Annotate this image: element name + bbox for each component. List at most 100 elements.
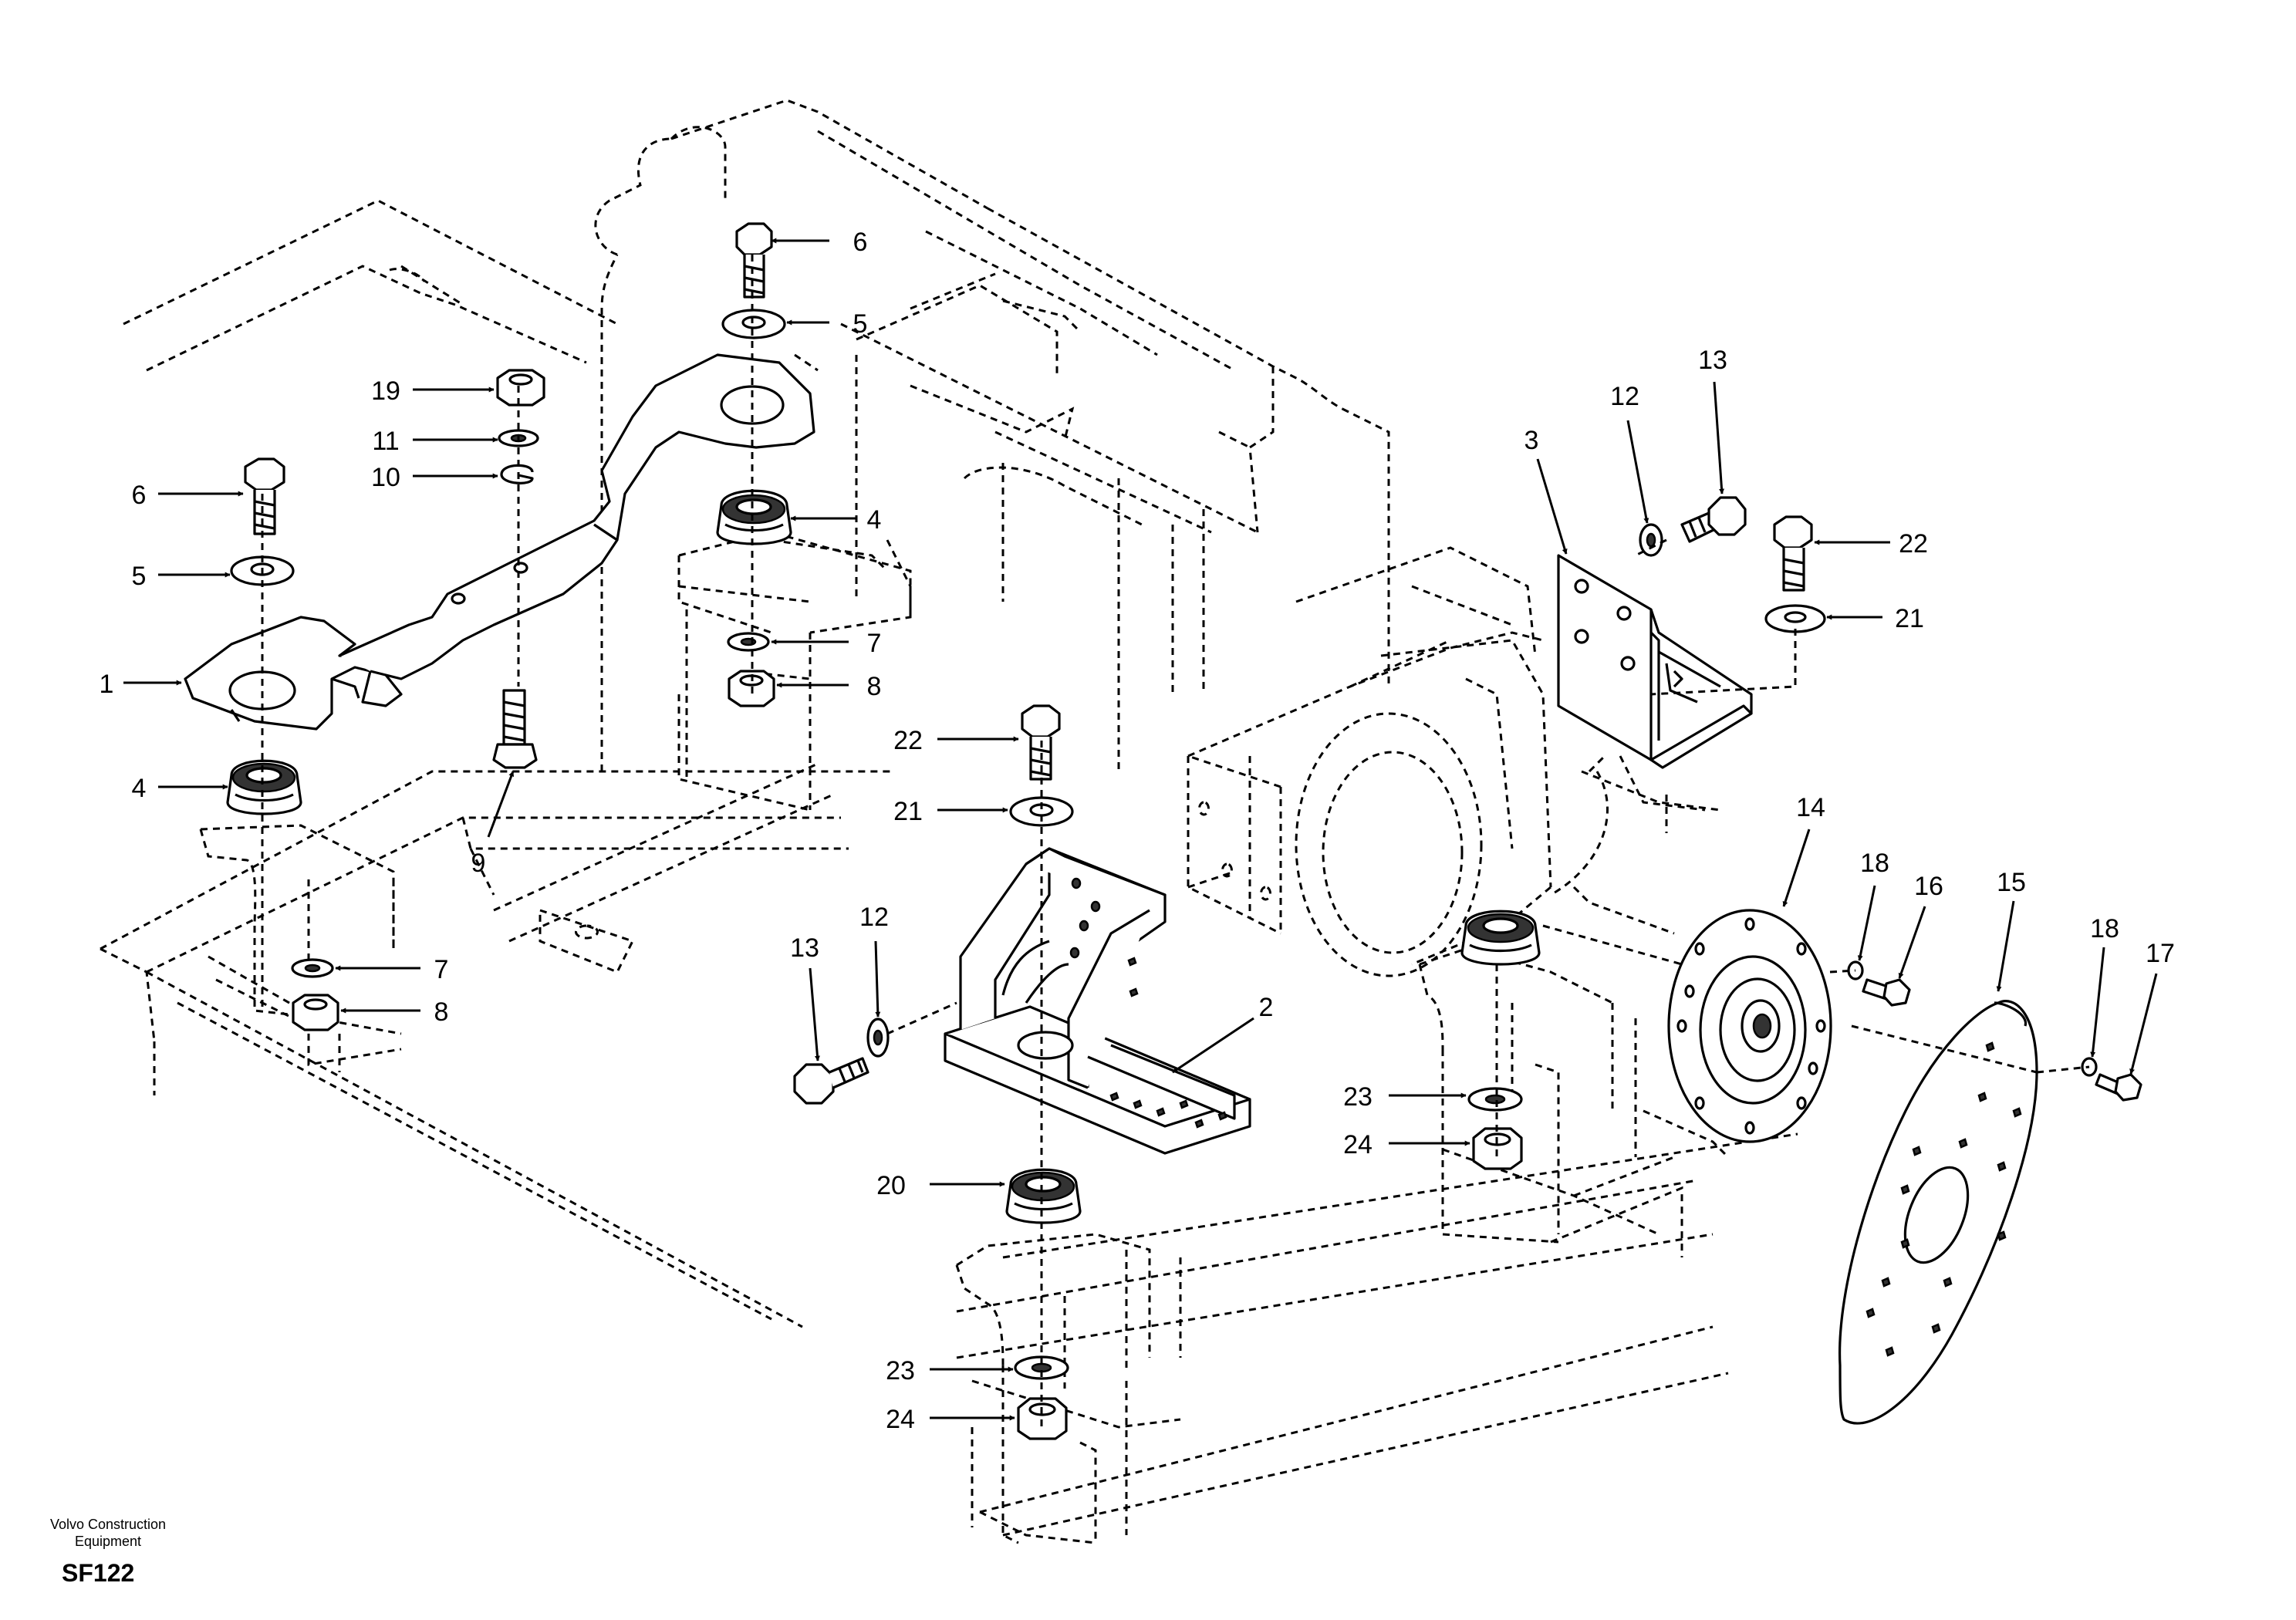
callout-22-center: 22 xyxy=(893,726,1019,755)
svg-text:21: 21 xyxy=(1895,604,1924,633)
svg-text:22: 22 xyxy=(1899,529,1928,559)
svg-text:4: 4 xyxy=(132,774,147,803)
svg-text:6: 6 xyxy=(853,228,868,257)
callout-24-lower: 24 xyxy=(886,1405,1015,1434)
svg-text:3: 3 xyxy=(1524,426,1539,455)
svg-text:13: 13 xyxy=(1698,346,1727,375)
callout-24-right: 24 xyxy=(1343,1130,1470,1159)
part-24-nut-lower xyxy=(1017,1397,1068,1440)
svg-text:15: 15 xyxy=(1997,868,2026,897)
part-3-angle-bracket xyxy=(1557,554,1753,769)
callouts: 6 5 19 11 10 6 4 5 7 8 1 4 9 7 8 22 21 1… xyxy=(100,228,2175,1434)
callout-4-upper: 4 xyxy=(790,505,882,535)
part-9-bolt xyxy=(492,689,538,769)
svg-text:19: 19 xyxy=(371,376,400,406)
footer: Volvo Construction Equipment SF122 xyxy=(23,1516,193,1588)
part-2-bracket xyxy=(944,847,1251,1155)
background-outlines xyxy=(100,99,1798,1544)
svg-text:13: 13 xyxy=(790,933,819,963)
part-14-drive-plate xyxy=(1667,909,1832,1143)
part-17-bolt xyxy=(2095,1073,2142,1102)
svg-text:23: 23 xyxy=(886,1356,915,1385)
svg-text:11: 11 xyxy=(372,427,399,456)
callout-9: 9 xyxy=(471,771,515,878)
svg-text:24: 24 xyxy=(886,1405,915,1434)
callout-21-center: 21 xyxy=(893,797,1008,826)
svg-text:8: 8 xyxy=(867,672,882,701)
parts xyxy=(184,222,2142,1440)
callout-3: 3 xyxy=(1524,426,1568,555)
callout-4-left: 4 xyxy=(132,774,228,803)
callout-21-right: 21 xyxy=(1826,604,1924,633)
svg-text:12: 12 xyxy=(859,903,889,932)
part-22-bolt-right xyxy=(1773,515,1813,592)
part-13-bolt-right xyxy=(1680,496,1747,543)
svg-text:5: 5 xyxy=(853,309,868,339)
callout-5-left: 5 xyxy=(132,562,231,591)
svg-text:12: 12 xyxy=(1610,382,1639,411)
svg-text:22: 22 xyxy=(893,726,923,755)
svg-text:4: 4 xyxy=(867,505,882,535)
part-24-nut-right xyxy=(1472,1127,1523,1170)
part-4-rubber-mount-left xyxy=(226,759,302,815)
drawing-code: SF122 xyxy=(62,1559,135,1587)
svg-text:7: 7 xyxy=(434,955,449,984)
callout-10: 10 xyxy=(371,463,498,492)
part-10-lock-ring xyxy=(500,464,534,484)
callout-12-center: 12 xyxy=(859,903,889,1018)
callout-18-right: 18 xyxy=(2090,914,2119,1058)
callout-8-left: 8 xyxy=(340,997,449,1027)
callout-23-lower: 23 xyxy=(886,1356,1014,1385)
part-13-bolt-center xyxy=(793,1057,869,1105)
manufacturer-line-1: Volvo Construction xyxy=(49,1517,167,1532)
callout-14: 14 xyxy=(1782,793,1825,907)
callout-2: 2 xyxy=(1172,993,1274,1074)
svg-text:1: 1 xyxy=(100,670,114,699)
manufacturer-line-2: Equipment xyxy=(74,1534,142,1549)
svg-text:20: 20 xyxy=(876,1171,906,1200)
callout-12-right: 12 xyxy=(1610,382,1649,524)
svg-text:2: 2 xyxy=(1259,993,1274,1022)
part-15-flexplate xyxy=(1838,1000,2038,1425)
svg-text:8: 8 xyxy=(434,997,449,1027)
callout-18-left: 18 xyxy=(1857,849,1889,961)
callout-1: 1 xyxy=(100,670,182,699)
part-8-nut-left xyxy=(292,994,339,1031)
svg-text:14: 14 xyxy=(1796,793,1825,822)
callout-6-left: 6 xyxy=(132,481,244,510)
callout-13-center: 13 xyxy=(790,933,820,1061)
svg-text:24: 24 xyxy=(1343,1130,1373,1159)
part-6-bolt-upper xyxy=(735,222,773,299)
svg-text:17: 17 xyxy=(2146,939,2175,968)
part-19-nut xyxy=(496,369,545,407)
callout-13-right: 13 xyxy=(1698,346,1727,494)
callout-7-upper: 7 xyxy=(771,629,882,658)
callout-5-upper: 5 xyxy=(786,309,868,339)
svg-text:5: 5 xyxy=(132,562,147,591)
callout-16: 16 xyxy=(1898,872,1943,979)
svg-text:10: 10 xyxy=(371,463,400,492)
svg-text:6: 6 xyxy=(132,481,147,510)
callout-8-upper: 8 xyxy=(776,672,882,701)
svg-text:9: 9 xyxy=(471,849,486,878)
callout-17: 17 xyxy=(2129,939,2175,1075)
callout-22-right: 22 xyxy=(1814,529,1928,559)
svg-text:23: 23 xyxy=(1343,1082,1373,1112)
callout-19: 19 xyxy=(371,376,495,406)
part-20-rubber-mount xyxy=(1005,1168,1082,1224)
callout-20: 20 xyxy=(876,1171,1005,1200)
part-6-bolt-left xyxy=(244,457,285,535)
part-1-bracket-arm xyxy=(184,353,815,731)
part-4-rubber-mount-upper xyxy=(716,489,792,545)
svg-text:16: 16 xyxy=(1914,872,1943,901)
svg-text:7: 7 xyxy=(867,629,882,658)
svg-text:18: 18 xyxy=(2090,914,2119,943)
callout-6-upper: 6 xyxy=(771,228,868,257)
part-16-bolt xyxy=(1862,978,1911,1007)
callout-7-left: 7 xyxy=(335,955,449,984)
svg-text:21: 21 xyxy=(893,797,923,826)
callout-23-right: 23 xyxy=(1343,1082,1467,1112)
part-4-rubber-mount-right xyxy=(1460,910,1541,966)
callout-15: 15 xyxy=(1996,868,2026,992)
svg-text:18: 18 xyxy=(1860,849,1889,878)
